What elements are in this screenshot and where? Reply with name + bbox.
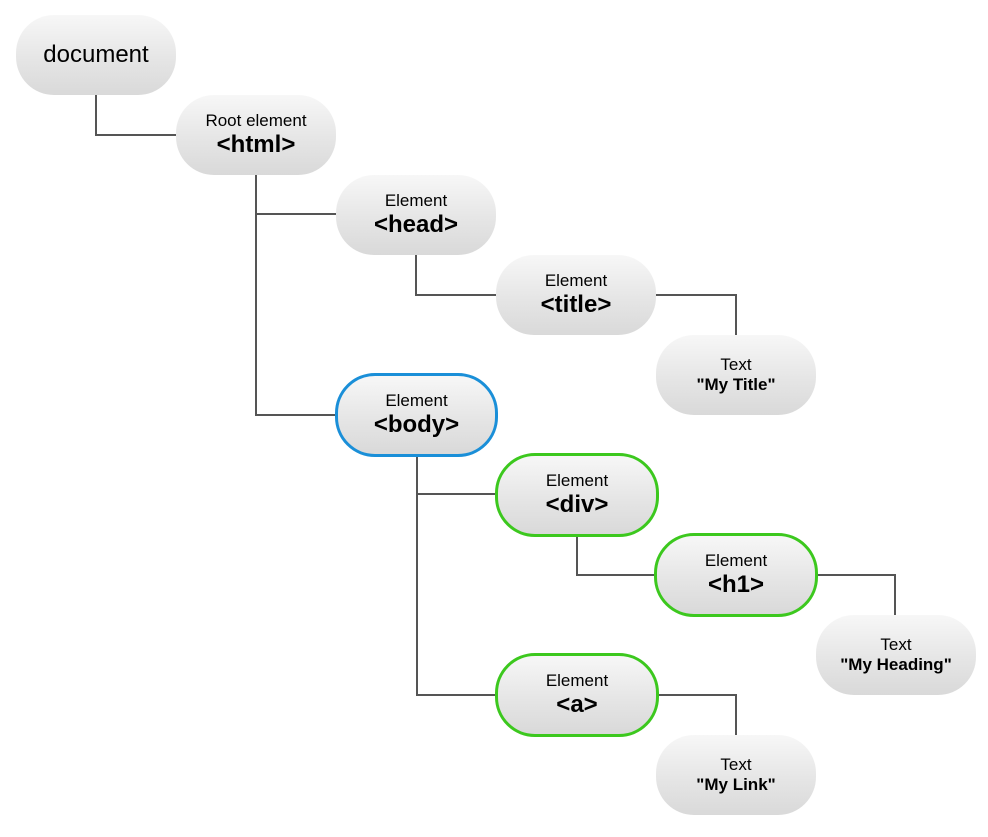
h1-text-node: Text "My Heading" (816, 615, 976, 695)
document-node: document (16, 15, 176, 95)
title-node: Element <title> (496, 255, 656, 335)
title-text-node: Text "My Title" (656, 335, 816, 415)
h1-node: Element <h1> (654, 533, 818, 617)
head-node: Element <head> (336, 175, 496, 255)
h1-text-kind-label: Text (880, 635, 912, 654)
title-text-value: "My Title" (696, 375, 776, 394)
h1-kind-label: Element (704, 551, 768, 570)
a-node: Element <a> (495, 653, 659, 737)
head-kind-label: Element (384, 191, 448, 210)
body-tag-label: <body> (373, 411, 460, 438)
title-tag-label: <title> (540, 291, 612, 318)
a-text-node: Text "My Link" (656, 735, 816, 815)
a-tag-label: <a> (556, 691, 598, 718)
div-tag-label: <div> (545, 491, 609, 518)
html-kind-label: Root element (205, 111, 307, 130)
div-node: Element <div> (495, 453, 659, 537)
div-kind-label: Element (545, 471, 609, 490)
h1-text-value: "My Heading" (840, 655, 952, 674)
a-text-kind-label: Text (720, 755, 752, 774)
head-tag-label: <head> (373, 211, 459, 238)
title-text-kind-label: Text (720, 355, 752, 374)
title-kind-label: Element (544, 271, 608, 290)
a-text-value: "My Link" (696, 775, 776, 794)
document-label: document (43, 41, 149, 68)
body-node: Element <body> (335, 373, 498, 457)
h1-tag-label: <h1> (707, 571, 765, 598)
html-tag-label: <html> (216, 131, 296, 158)
body-kind-label: Element (385, 391, 448, 410)
a-kind-label: Element (545, 671, 609, 690)
html-node: Root element <html> (176, 95, 336, 175)
